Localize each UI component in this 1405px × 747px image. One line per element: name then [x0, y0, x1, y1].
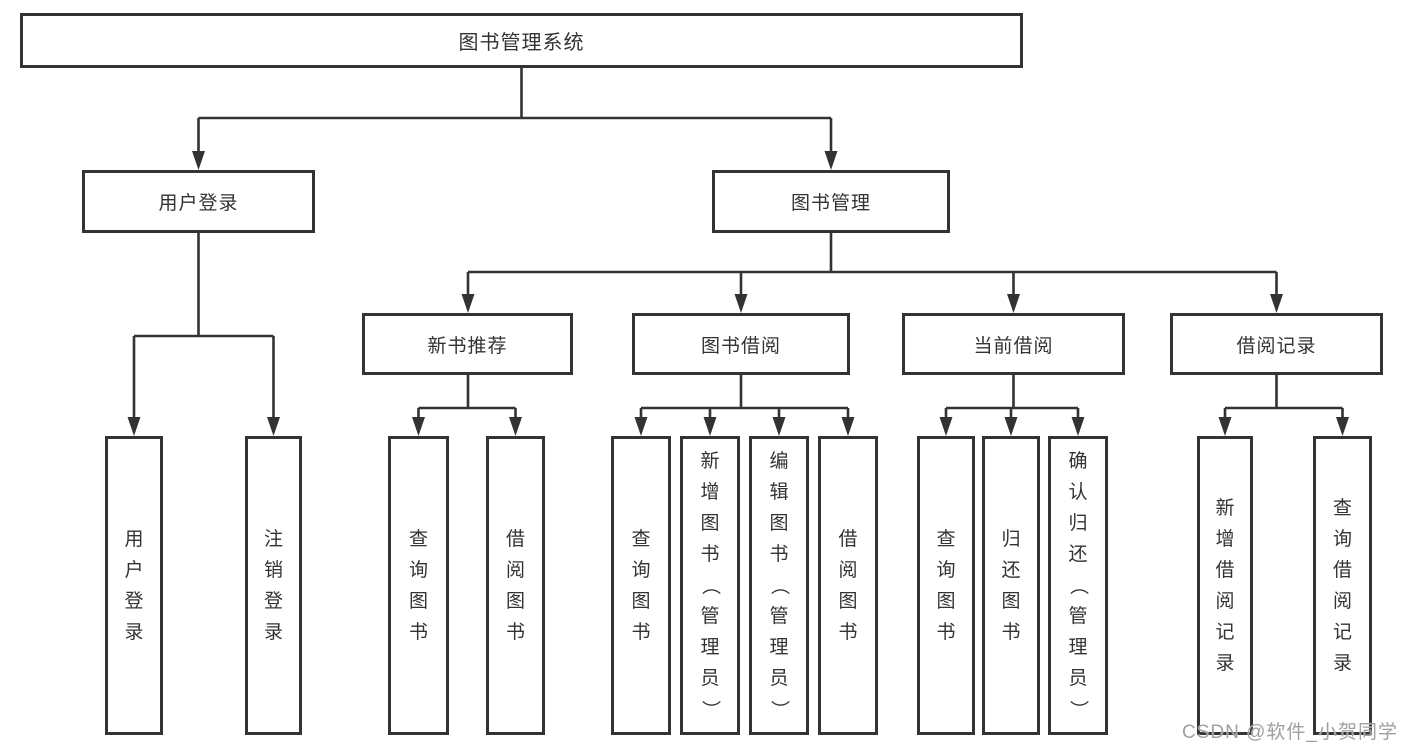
node-new-book-recommend: 新书推荐	[362, 313, 573, 375]
node-current-borrowing-label: 当前借阅	[973, 335, 1054, 357]
leaf-user-login: 用户登录	[105, 436, 163, 735]
leaf-records-add-borrow-record-label: 新增借阅记录	[1215, 497, 1235, 674]
leaf-recommend-borrow-books: 借阅图书	[486, 436, 545, 735]
root-node-library-system: 图书管理系统	[20, 13, 1023, 68]
leaf-records-query-borrow-record: 查询借阅记录	[1313, 436, 1372, 735]
leaf-borrowing-edit-books-admin-label: 编辑图书（管理员）	[768, 451, 790, 719]
leaf-current-return-books-label: 归还图书	[1001, 528, 1021, 643]
node-new-book-recommend-label: 新书推荐	[427, 335, 508, 357]
node-user-login: 用户登录	[82, 170, 315, 233]
leaf-recommend-query-books: 查询图书	[388, 436, 449, 735]
leaf-current-return-books: 归还图书	[982, 436, 1040, 735]
leaf-borrowing-add-books-admin: 新增图书（管理员）	[680, 436, 740, 735]
leaf-borrowing-edit-books-admin: 编辑图书（管理员）	[749, 436, 809, 735]
node-book-borrowing-label: 图书借阅	[700, 335, 781, 357]
root-node-label: 图书管理系统	[458, 32, 585, 54]
node-book-management: 图书管理	[712, 170, 950, 233]
leaf-current-query-books: 查询图书	[917, 436, 975, 735]
node-book-borrowing: 图书借阅	[632, 313, 850, 375]
leaf-current-confirm-return-admin-label: 确认归还（管理员）	[1067, 451, 1089, 719]
leaf-borrowing-add-books-admin-label: 新增图书（管理员）	[699, 451, 721, 719]
leaf-current-query-books-label: 查询图书	[936, 528, 956, 643]
watermark-text: CSDN @软件_小贺同学	[1182, 722, 1398, 743]
node-current-borrowing: 当前借阅	[902, 313, 1125, 375]
leaf-borrowing-query-books: 查询图书	[611, 436, 671, 735]
node-book-management-label: 图书管理	[790, 193, 871, 214]
leaf-current-confirm-return-admin: 确认归还（管理员）	[1048, 436, 1108, 735]
leaf-records-add-borrow-record: 新增借阅记录	[1197, 436, 1253, 735]
node-user-login-label: 用户登录	[158, 193, 239, 214]
leaf-logout-login: 注销登录	[245, 436, 302, 735]
leaf-logout-login-label: 注销登录	[263, 528, 283, 643]
leaf-user-login-label: 用户登录	[124, 528, 144, 643]
leaf-recommend-borrow-books-label: 借阅图书	[505, 528, 525, 643]
node-borrowing-records-label: 借阅记录	[1236, 335, 1317, 357]
leaf-borrowing-query-books-label: 查询图书	[631, 528, 651, 643]
node-borrowing-records: 借阅记录	[1170, 313, 1383, 375]
leaf-borrowing-borrow-books-label: 借阅图书	[838, 528, 858, 643]
leaf-recommend-query-books-label: 查询图书	[408, 528, 428, 643]
leaf-borrowing-borrow-books: 借阅图书	[818, 436, 878, 735]
leaf-records-query-borrow-record-label: 查询借阅记录	[1332, 497, 1352, 674]
